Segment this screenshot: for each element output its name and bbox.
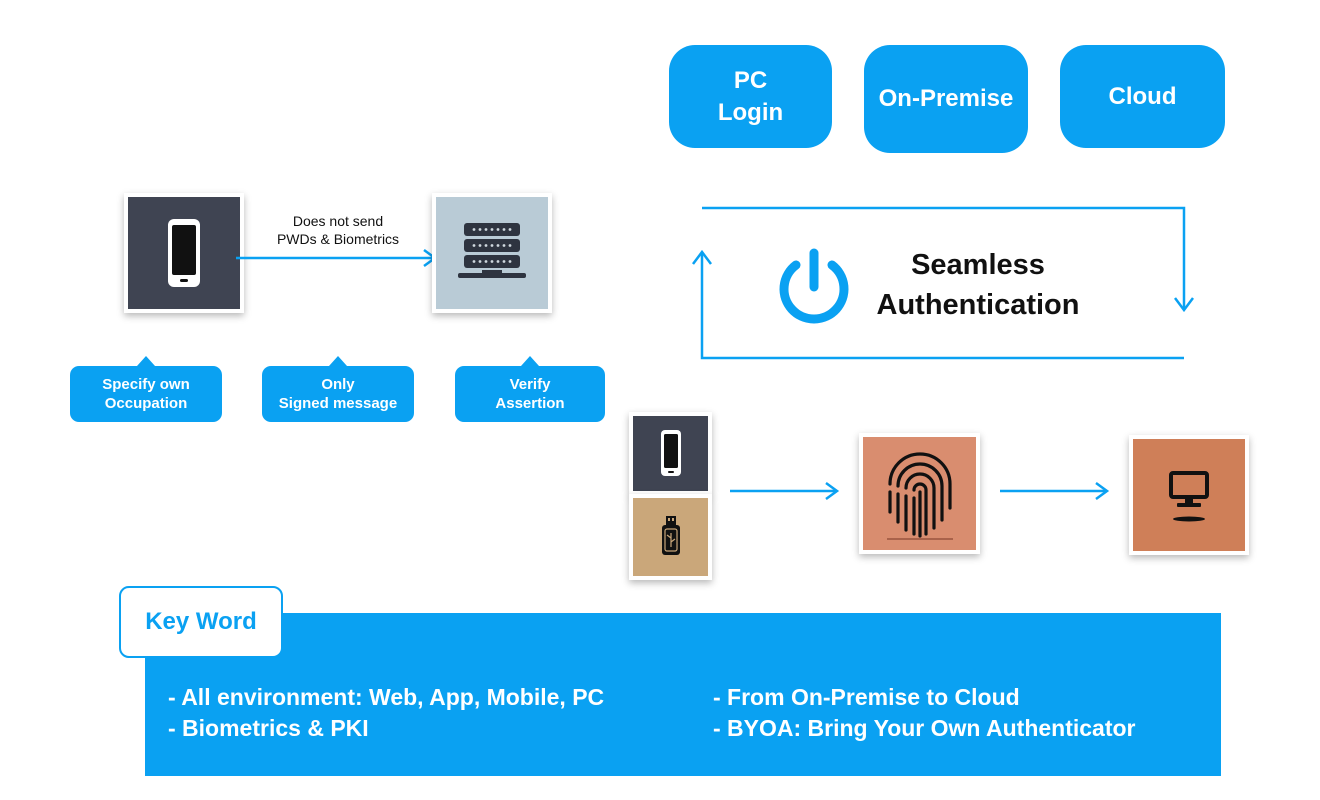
env-tile-cloud: Cloud bbox=[1060, 45, 1225, 148]
step-tag-pointer bbox=[137, 356, 155, 366]
phone-photo bbox=[124, 193, 244, 313]
flow-arrow-label: Does not send PWDs & Biometrics bbox=[276, 213, 400, 247]
fingerprint-icon bbox=[886, 451, 953, 540]
step-tag-verify: Verify Assertion bbox=[455, 366, 605, 422]
fingerprint-photo bbox=[859, 433, 980, 554]
phone-icon bbox=[660, 429, 681, 476]
monitor-icon bbox=[1169, 471, 1209, 522]
keyword-tab: Key Word bbox=[119, 586, 283, 658]
server-photo bbox=[432, 193, 552, 313]
step-tag-signed: Only Signed message bbox=[262, 366, 414, 422]
env-tile-on-premise: On-Premise bbox=[864, 45, 1028, 153]
phone-icon bbox=[168, 219, 200, 287]
seamless-title: Seamless Authentication bbox=[876, 249, 1080, 321]
flow-arrow bbox=[236, 248, 438, 268]
auth-arrow-2 bbox=[1000, 481, 1110, 501]
auth-arrow-1 bbox=[730, 481, 840, 501]
seamless-loop bbox=[692, 206, 1194, 360]
keyword-item: - All environment: Web, App, Mobile, PC bbox=[168, 684, 605, 710]
monitor-photo bbox=[1129, 435, 1249, 555]
keyword-band bbox=[145, 613, 1221, 776]
step-tag-specify: Specify own Occupation bbox=[70, 366, 222, 422]
keyword-item: - From On-Premise to Cloud bbox=[713, 684, 1020, 710]
server-icon bbox=[458, 223, 526, 278]
usb-key-icon bbox=[661, 516, 680, 555]
power-icon bbox=[779, 248, 849, 324]
env-tile-pc-login: PC Login bbox=[669, 45, 832, 148]
phone-authenticator-photo bbox=[629, 412, 712, 495]
step-tag-pointer bbox=[521, 356, 539, 366]
keyword-item: - BYOA: Bring Your Own Authenticator bbox=[713, 715, 1136, 741]
keyword-item: - Biometrics & PKI bbox=[168, 715, 369, 741]
step-tag-pointer bbox=[329, 356, 347, 366]
usb-key-photo bbox=[629, 494, 712, 580]
